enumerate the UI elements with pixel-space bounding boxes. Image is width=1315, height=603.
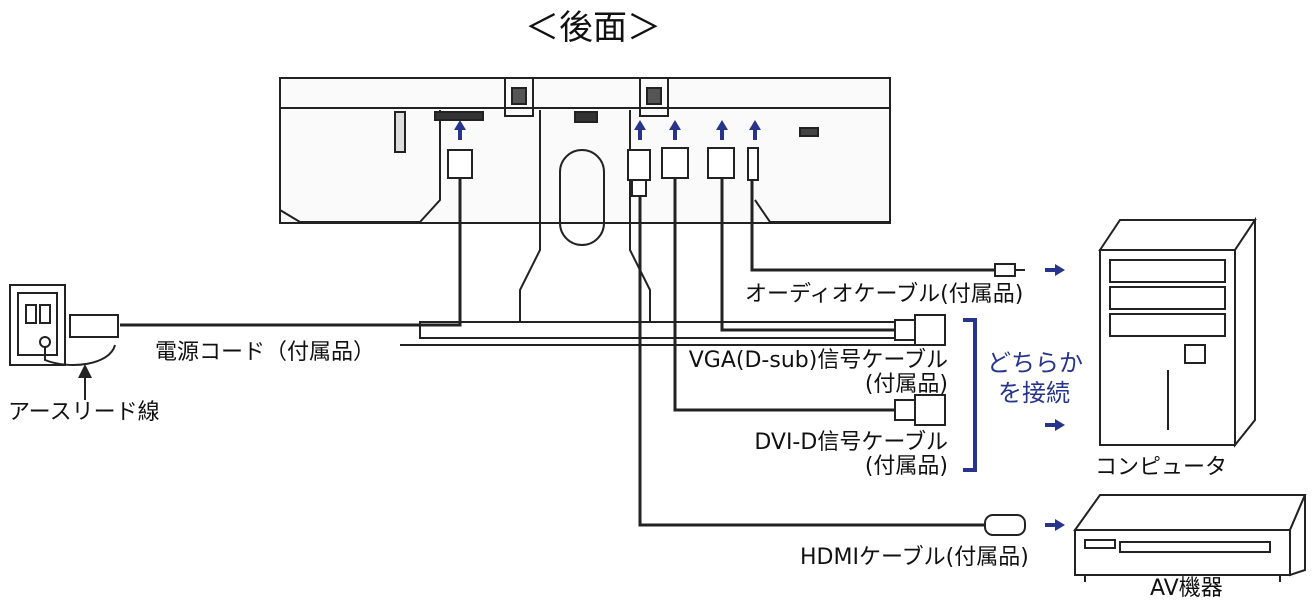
audio-cable <box>750 180 995 272</box>
earth-wire-label: アースリード線 <box>8 400 160 425</box>
dvi-cable <box>673 178 895 412</box>
hdmi-cable <box>638 196 985 527</box>
rear-view-title: ＜後面＞ <box>525 8 661 48</box>
either-bracket <box>963 318 977 472</box>
audio-cable-label: オーディオケーブル(付属品) <box>745 282 1024 307</box>
power-cord-label: 電源コード（付属品） <box>155 340 376 365</box>
either-label-line2: を接続 <box>998 379 1070 407</box>
vga-cable-label: VGA(D-sub)信号ケーブル <box>688 348 948 373</box>
monitor-rear <box>279 77 891 224</box>
av-device-label: AV機器 <box>1150 576 1223 601</box>
earth-wire <box>44 344 116 366</box>
computer-tower <box>1098 216 1257 448</box>
earth-arrow-icon <box>78 364 92 400</box>
cables <box>120 178 995 527</box>
either-label-line1: どちらか <box>987 349 1083 377</box>
cable-end-connectors <box>894 263 1026 536</box>
hdmi-cable-label: HDMIケーブル(付属品) <box>800 545 1029 570</box>
av-device <box>1073 494 1307 582</box>
vga-cable <box>720 178 895 332</box>
computer-label: コンピュータ <box>1095 455 1228 480</box>
power-cable <box>120 178 462 327</box>
vga-accessory-label: (付属品) <box>864 372 948 397</box>
dvi-cable-label: DVI-D信号ケーブル <box>754 430 948 455</box>
dvi-accessory-label: (付属品) <box>864 454 948 479</box>
wall-outlet <box>9 284 119 366</box>
